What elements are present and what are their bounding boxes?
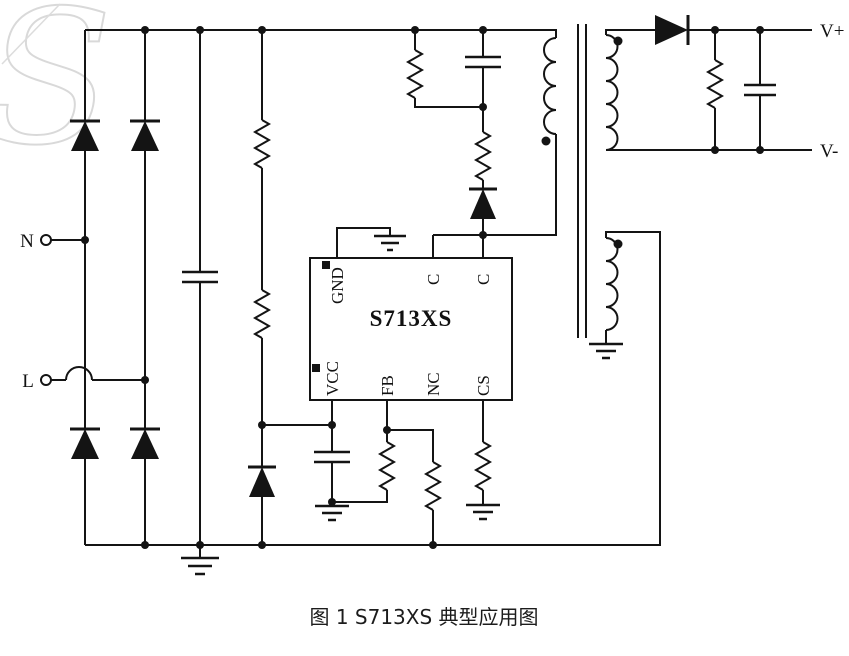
secondary-polarity-dot — [613, 36, 623, 46]
output-vplus-label: V+ — [820, 21, 844, 42]
diode-icon — [131, 429, 159, 459]
diode-icon — [249, 467, 275, 497]
vcc-rectifier-diode — [248, 465, 276, 497]
watermark: S — [0, 0, 114, 187]
resistors — [252, 49, 725, 511]
pin-label-cs: CS — [474, 375, 493, 396]
terminal-l-node — [40, 374, 52, 386]
diode-icon — [71, 429, 99, 459]
pin-label-nc: NC — [424, 372, 443, 396]
pin-label-c1: C — [424, 274, 443, 285]
input-terminals: N L — [20, 231, 52, 392]
diode-icon — [470, 189, 496, 219]
transformer — [541, 34, 623, 331]
clamp-diode — [469, 187, 497, 219]
capacitors — [182, 55, 776, 464]
bridge-rectifier — [70, 119, 160, 459]
ground-icon — [589, 342, 623, 360]
terminal-n-label: N — [20, 231, 34, 252]
secondary-winding — [605, 34, 619, 151]
circuit-wires — [51, 24, 812, 558]
ground-icon — [181, 556, 219, 576]
figure-caption: 图 1 S713XS 典型应用图 — [309, 605, 538, 629]
pin-label-vcc: VCC — [323, 361, 342, 396]
ground-icon — [374, 234, 406, 252]
ic-body — [309, 257, 513, 401]
watermark-glyph: S — [0, 0, 113, 186]
line-crossover-hop — [65, 366, 93, 381]
pin-label-c2: C — [474, 274, 493, 285]
primary-winding — [543, 37, 557, 135]
diode-icon — [131, 121, 159, 151]
auxiliary-winding — [605, 237, 619, 331]
diode-icon — [655, 15, 688, 45]
pin-label-fb: FB — [378, 375, 397, 396]
junction-dots — [81, 26, 764, 549]
pin-marker-bottom — [312, 364, 320, 372]
ground-icon — [466, 503, 500, 521]
terminal-n-node — [40, 234, 52, 246]
ground-icon — [315, 504, 349, 522]
pin-marker-top — [322, 261, 330, 269]
diode-icon — [71, 121, 99, 151]
terminal-l-label: L — [22, 371, 34, 392]
pin-label-gnd: GND — [328, 267, 347, 304]
output-vminus-label: V- — [820, 141, 838, 162]
ground-symbols — [181, 234, 623, 576]
output-rectifier-diode — [655, 15, 690, 45]
ic-s713xs: S713XS GND C C VCC FB NC CS — [309, 257, 513, 401]
output-terminals: V+ V- — [820, 21, 844, 162]
auxiliary-polarity-dot — [613, 239, 623, 249]
ic-part-number: S713XS — [370, 306, 453, 331]
watermark-stroke — [1, 3, 61, 65]
primary-polarity-dot — [541, 136, 551, 146]
